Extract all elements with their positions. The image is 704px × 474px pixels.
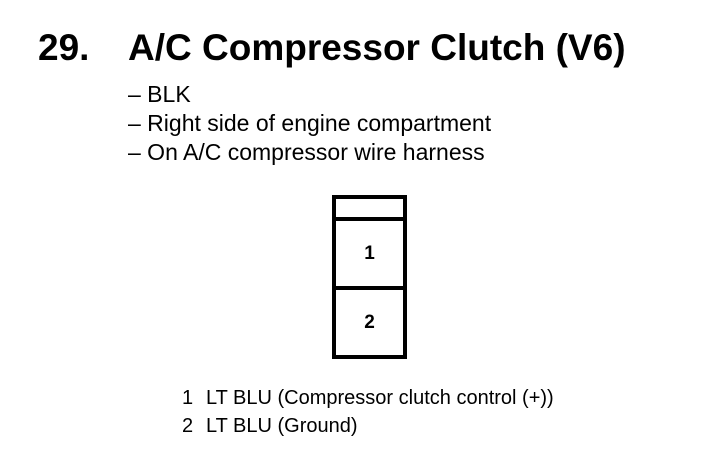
note-location: – Right side of engine compartment: [128, 110, 492, 136]
connector-cavity-1: 1: [336, 221, 403, 290]
pin-row: 1 LT BLU (Compressor clutch control (+)): [182, 384, 554, 412]
connector-diagram: 1 2: [332, 195, 407, 359]
pin-description: LT BLU (Compressor clutch control (+)): [206, 387, 554, 409]
pin-number: 2: [182, 415, 194, 437]
note-color: – BLK: [128, 81, 191, 107]
section-title: A/C Compressor Clutch (V6): [128, 27, 626, 68]
connector-key-tab: [336, 199, 403, 221]
pin-number: 1: [182, 387, 194, 409]
section-heading: 29. A/C Compressor Clutch (V6): [0, 26, 704, 70]
section-number: 29.: [38, 27, 90, 68]
pin-row: 2 LT BLU (Ground): [182, 412, 554, 440]
note-harness: – On A/C compressor wire harness: [128, 139, 485, 165]
connector-notes: – BLK – Right side of engine compartment…: [128, 80, 491, 167]
connector-cavity-2: 2: [364, 311, 375, 333]
pin-description: LT BLU (Ground): [206, 415, 358, 437]
